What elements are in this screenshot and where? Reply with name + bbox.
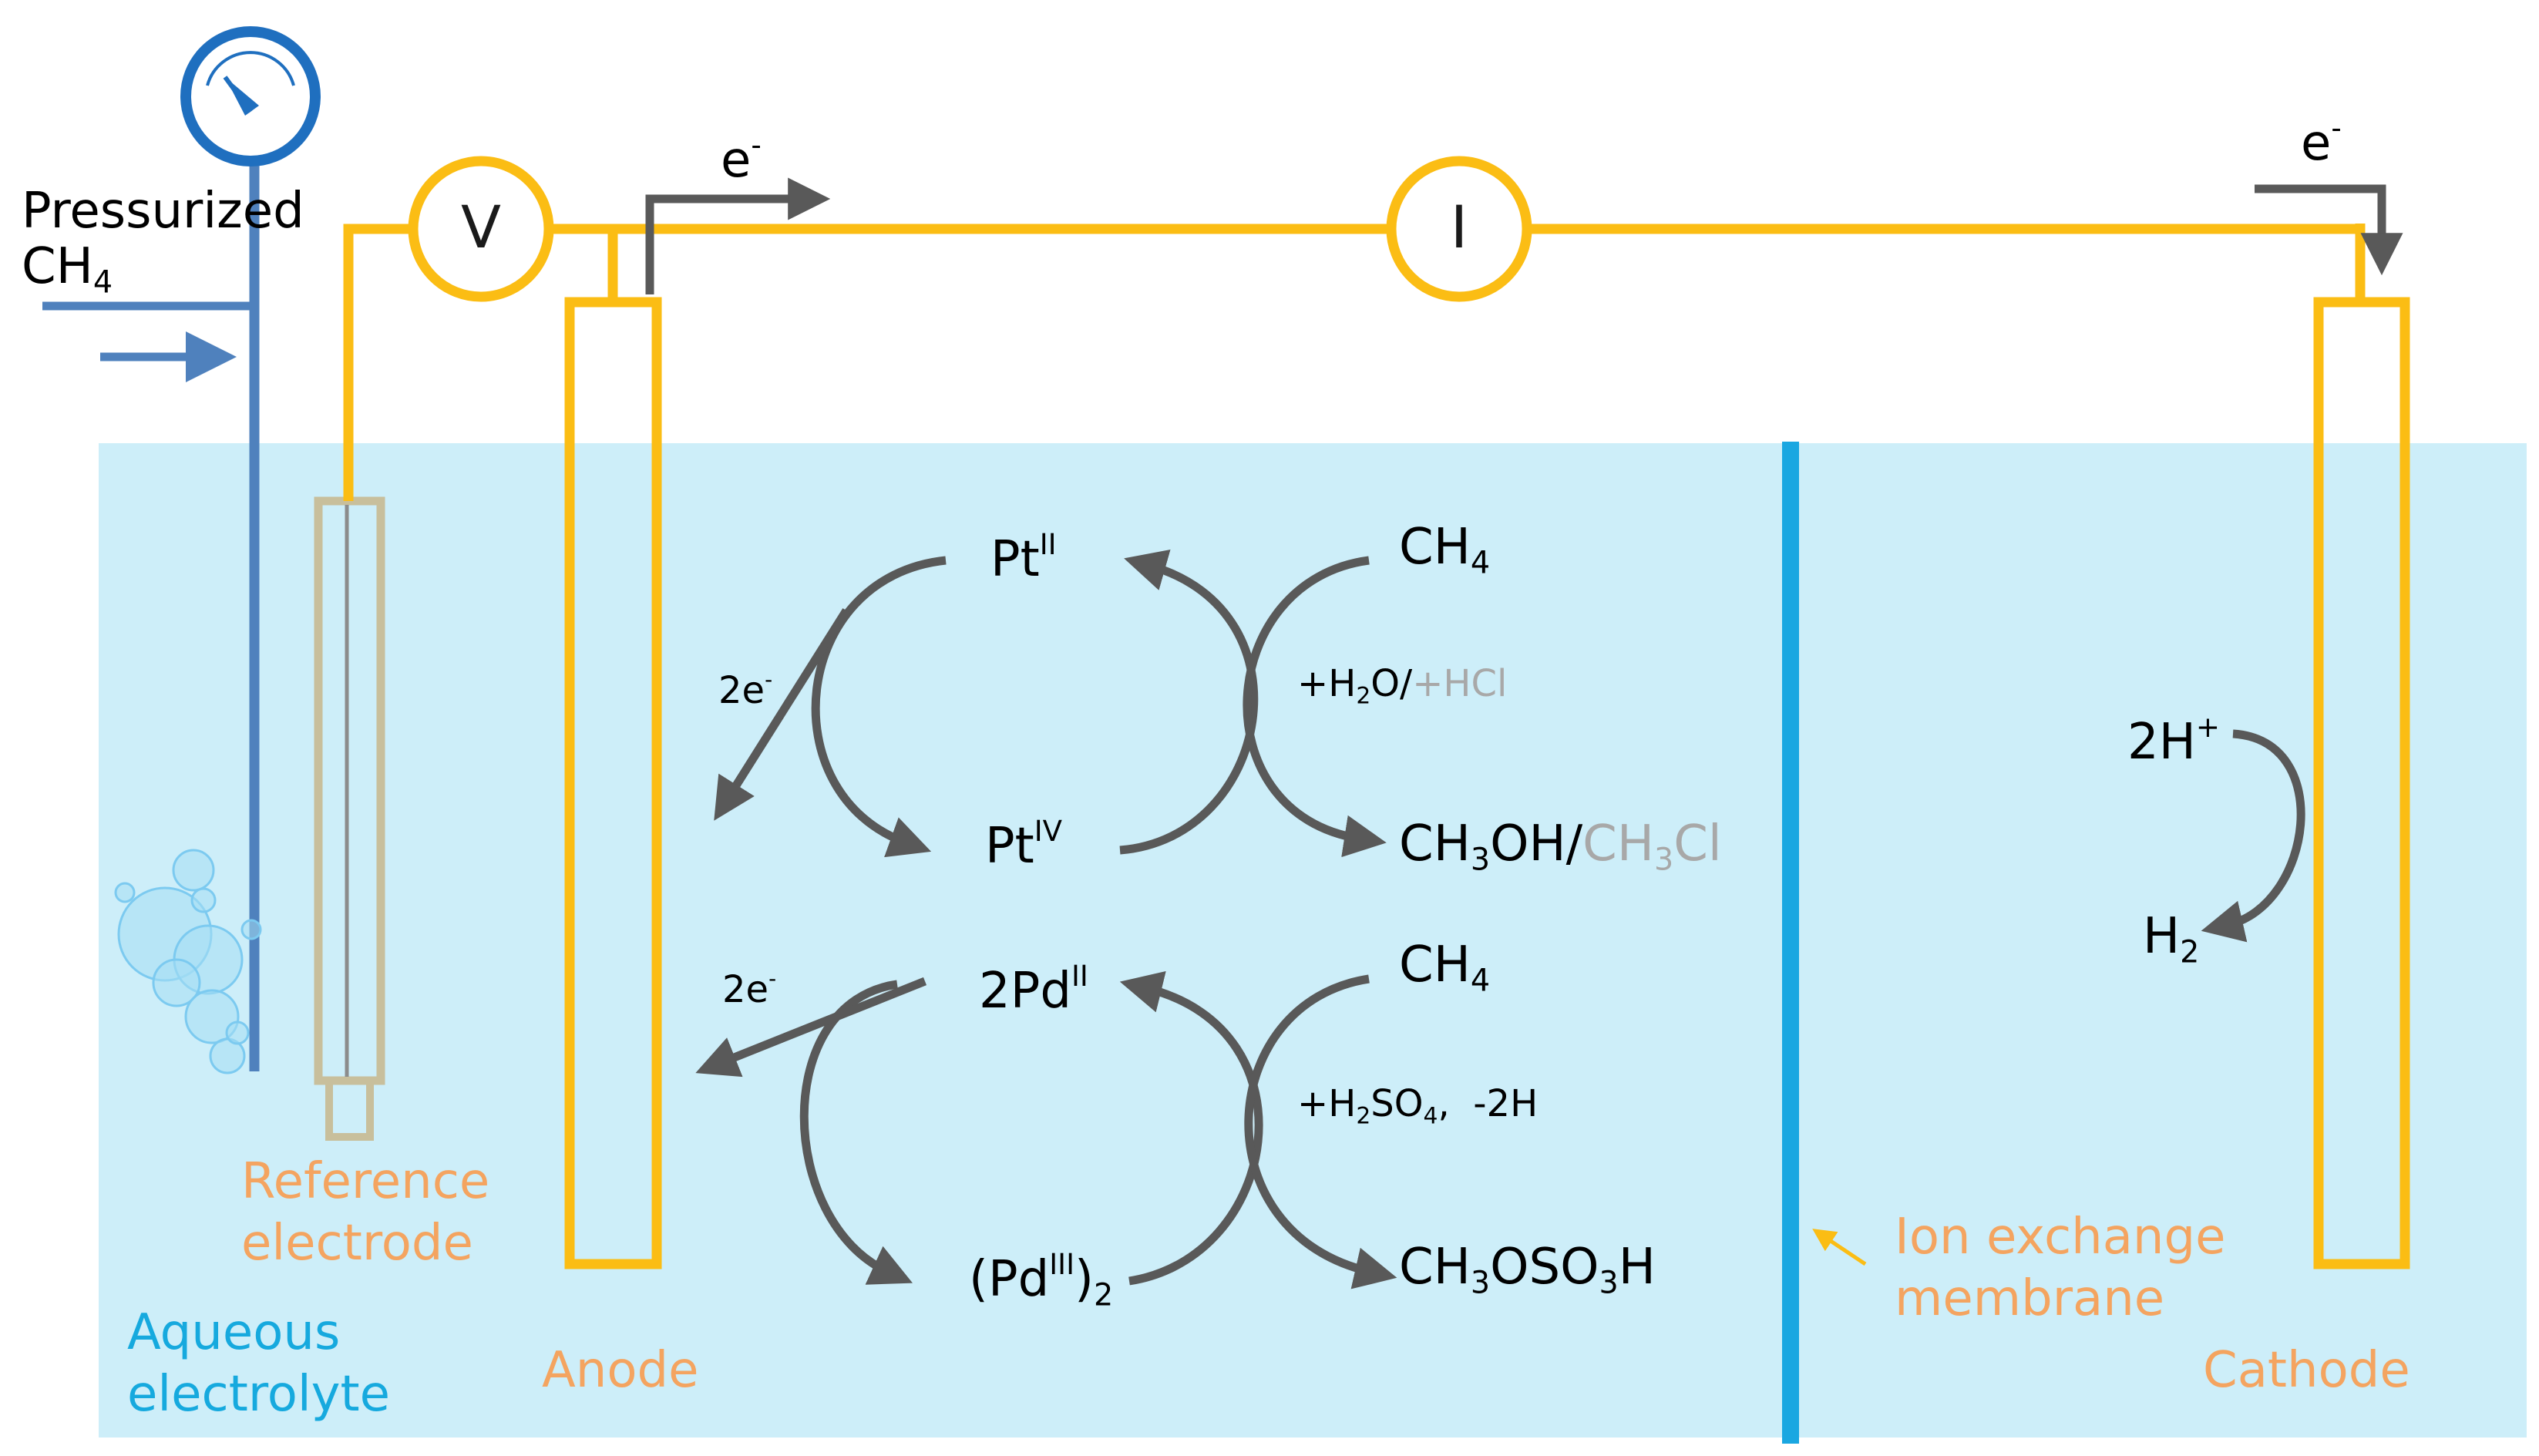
ion-exchange-membrane-label: Ion exchange membrane bbox=[1895, 1209, 2226, 1327]
pt-reduction-arc bbox=[811, 556, 947, 858]
gas-bubbles bbox=[114, 849, 262, 1074]
pt-methane-species: CH4 bbox=[1399, 519, 1491, 581]
pt-cycle-arrows bbox=[714, 550, 1387, 858]
pd-reduction-arc bbox=[799, 980, 913, 1285]
proton-species: 2H+ bbox=[2127, 711, 2220, 771]
pd-product-label: CH3OSO3H bbox=[1399, 1239, 1656, 1301]
pd-iii-dimer-species: (PdIII)2 bbox=[969, 1248, 1114, 1313]
cathode-label: Cathode bbox=[2203, 1342, 2410, 1399]
pt-reoxidation-arc bbox=[1119, 550, 1259, 855]
pressurized-ch4-label: Pressurized CH4 bbox=[22, 183, 304, 301]
ion-exchange-membrane bbox=[1782, 442, 1799, 1444]
pd-two-electrons-label: 2e- bbox=[722, 966, 777, 1011]
pt-electron-release-arrow bbox=[714, 608, 850, 821]
reference-electrode-label: Reference electrode bbox=[241, 1153, 490, 1272]
pd-electron-release-arrow bbox=[695, 977, 927, 1078]
anode-electrode bbox=[564, 297, 662, 1269]
electrolyte-tank bbox=[99, 443, 2527, 1438]
hydrogen-species: H2 bbox=[2143, 908, 2200, 970]
pd-cycle-arrows bbox=[695, 971, 1397, 1290]
pd-reagent-label: +H2SO4, -2H bbox=[1297, 1082, 1539, 1130]
pd-ii-species: 2PdII bbox=[979, 960, 1088, 1020]
voltmeter-symbol: V bbox=[461, 193, 501, 261]
pt-product-label: CH3OH/CH3Cl bbox=[1399, 815, 1722, 878]
pd-reoxidation-arc bbox=[1119, 971, 1263, 1286]
cathode-electron-flow-arrow bbox=[2255, 184, 2403, 276]
pt-methane-arc bbox=[1243, 556, 1387, 858]
ammeter bbox=[1386, 156, 1532, 302]
external-circuit bbox=[343, 224, 2366, 501]
anode-electron-flow-arrow bbox=[645, 177, 831, 294]
cathode-electron-label: e- bbox=[2301, 112, 2342, 172]
pt-iv-species: PtIV bbox=[985, 815, 1063, 875]
voltmeter bbox=[408, 156, 554, 302]
ammeter-symbol: I bbox=[1450, 193, 1468, 261]
pd-methane-arc bbox=[1244, 974, 1397, 1290]
cathode-electrode bbox=[2313, 297, 2410, 1269]
pressure-gauge bbox=[180, 26, 321, 166]
pt-two-electrons-label: 2e- bbox=[718, 667, 773, 712]
pt-reagent-label: +H2O/+HCl bbox=[1297, 662, 1508, 710]
pd-methane-species: CH4 bbox=[1399, 936, 1491, 999]
anode-label: Anode bbox=[542, 1342, 699, 1399]
hydrogen-evolution-arrow bbox=[2201, 729, 2305, 943]
anode-electron-label: e- bbox=[721, 129, 762, 189]
aqueous-electrolyte-label: Aqueous electrolyte bbox=[127, 1304, 390, 1423]
pt-ii-species: PtII bbox=[990, 528, 1057, 588]
membrane-pointer-arrow bbox=[1812, 1229, 1867, 1266]
